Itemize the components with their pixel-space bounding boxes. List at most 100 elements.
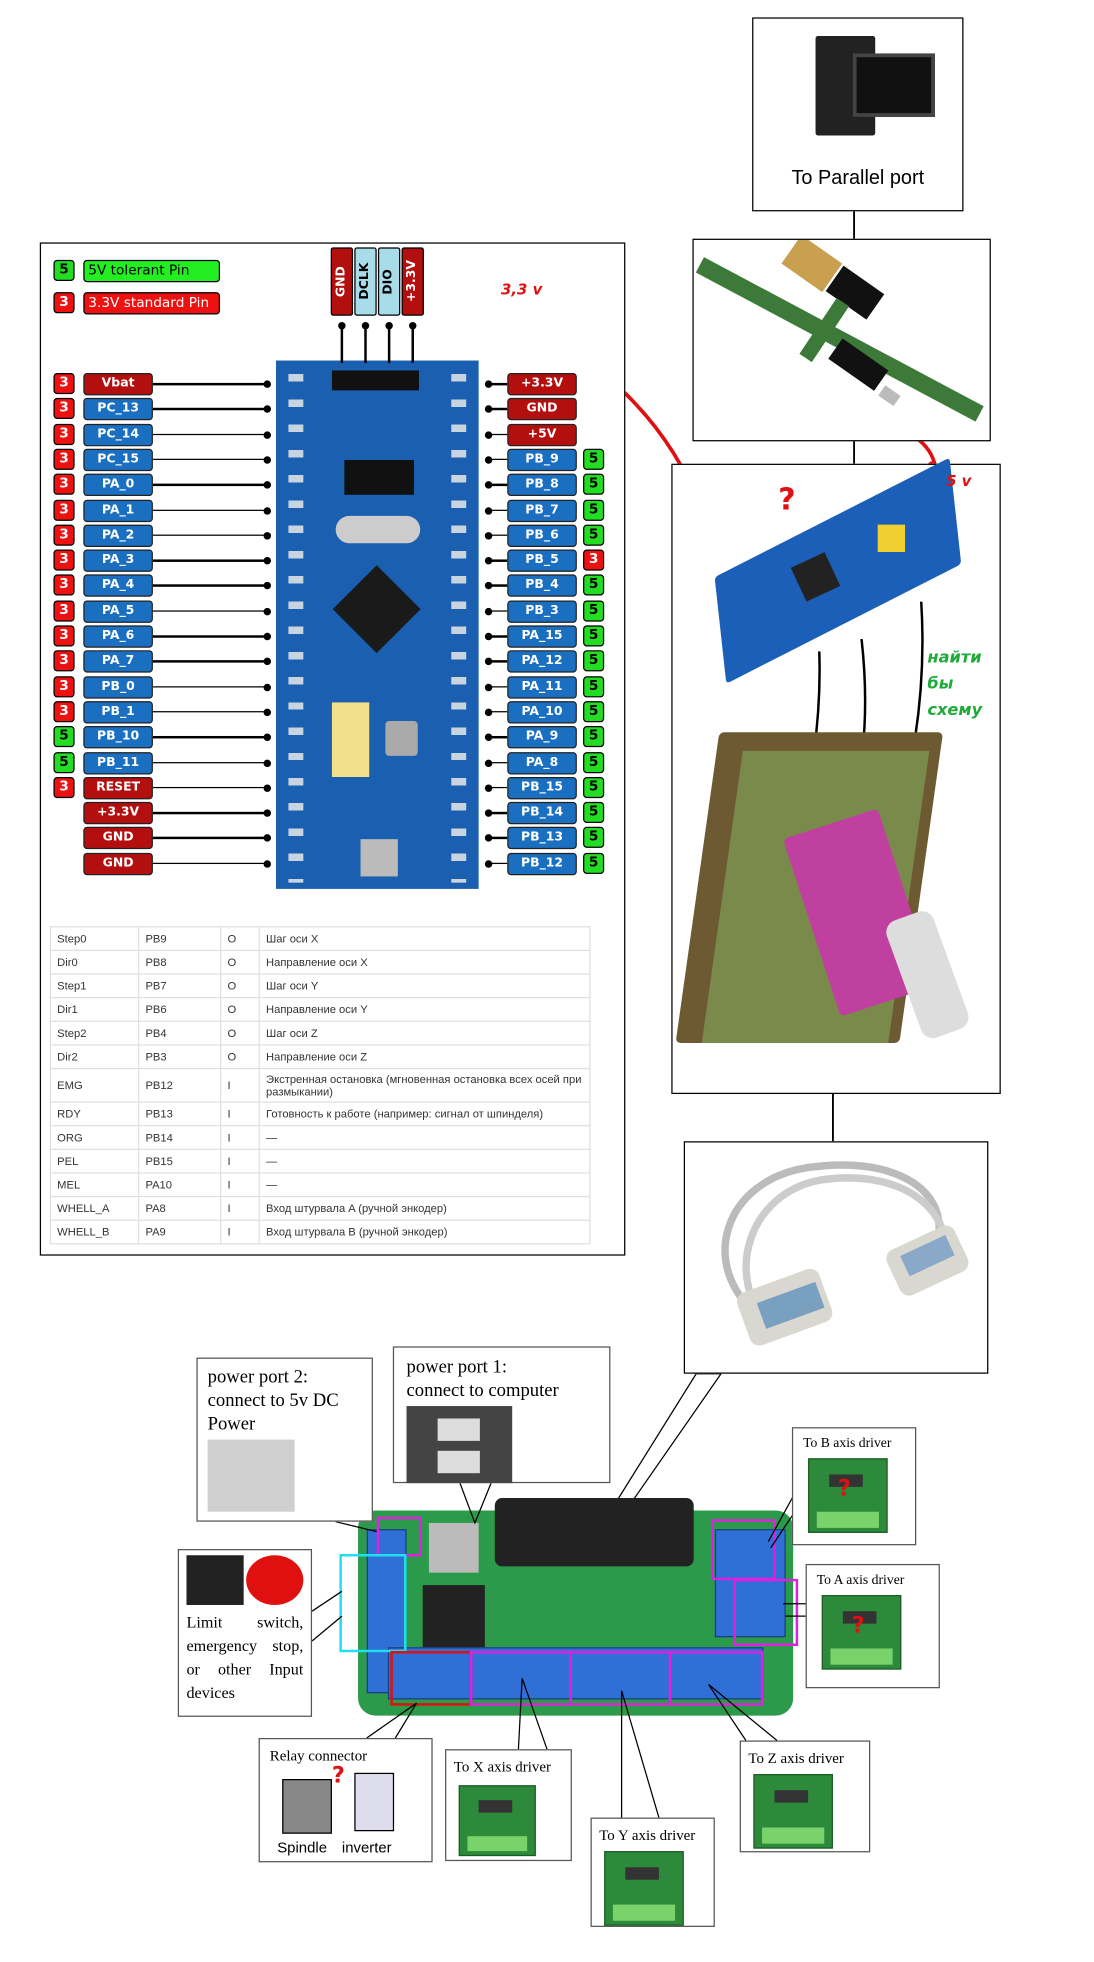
- driver-board-photo: [808, 1458, 888, 1533]
- find-scheme-note: найти бы схему: [927, 645, 982, 723]
- header-pin-label: GND: [330, 247, 354, 316]
- pin-wire: [488, 458, 508, 461]
- table-cell: Направление оси Z: [258, 1044, 591, 1070]
- pin-tolerance-badge: 3: [53, 499, 75, 521]
- pin-label: PA_1: [83, 499, 153, 522]
- right-header-holes: [451, 366, 467, 883]
- jumper-header: [877, 524, 906, 552]
- pin-label: PB_7: [507, 499, 577, 522]
- relay: [422, 1585, 485, 1654]
- table-cell: Step2: [49, 1020, 140, 1046]
- spindle-photo: [282, 1779, 332, 1834]
- pin-tolerance-badge: 3: [53, 423, 75, 445]
- power-supply-photo: [207, 1439, 295, 1512]
- pin-wire: [152, 811, 268, 814]
- pin-label: PA_4: [83, 574, 153, 598]
- pin-label: PA_11: [507, 675, 577, 699]
- pin-wire: [152, 509, 268, 512]
- y-driver-callout: To Y axis driver: [590, 1817, 715, 1927]
- table-cell: I: [220, 1067, 260, 1103]
- pin-tolerance-badge: 3: [53, 574, 75, 596]
- pin-wire: [152, 837, 268, 840]
- table-cell: Вход штурвала B (ручной энкодер): [258, 1219, 591, 1245]
- pin-tolerance-badge: 3: [53, 448, 75, 470]
- pin-wire: [488, 837, 508, 840]
- table-cell: Вход штурвала A (ручной энкодер): [258, 1195, 591, 1221]
- pin-dot: [263, 456, 272, 464]
- question-mark: ?: [331, 1762, 345, 1789]
- pin-wire: [488, 610, 508, 613]
- pin-label: GND: [83, 852, 153, 875]
- pin-label: PA_12: [507, 650, 577, 673]
- legend-3v3-badge: 3: [53, 292, 75, 314]
- pin-tolerance-badge: 5: [53, 726, 75, 748]
- pin-label: PB_6: [507, 524, 577, 547]
- pin-wire: [152, 736, 268, 739]
- pin-label: +3.3V: [507, 372, 577, 396]
- power-port-1-callout: power port 1: connect to computer: [392, 1346, 611, 1484]
- table-cell: O: [220, 997, 260, 1022]
- pin-tolerance-badge: 5: [583, 448, 605, 470]
- table-cell: ORG: [49, 1125, 140, 1150]
- pin-tolerance-badge: 5: [583, 499, 605, 521]
- header-pin-wire: [340, 325, 344, 364]
- callout-text: Relay connector: [269, 1746, 368, 1765]
- inverter-label: inverter: [341, 1838, 392, 1857]
- note-line: найти: [927, 648, 982, 668]
- pin-dot: [263, 380, 272, 388]
- relay-connector-callout: Relay connector ? Spindle inverter: [258, 1737, 433, 1863]
- question-mark: ?: [837, 1475, 851, 1502]
- a-driver-callout: To A axis driver ?: [805, 1563, 940, 1689]
- pin-tolerance-badge: 5: [583, 625, 605, 647]
- pin-dot: [263, 632, 272, 641]
- pin-dot: [263, 582, 272, 590]
- callout-text: Limit switch, emergency stop, or other I…: [186, 1612, 304, 1702]
- table-cell: PB9: [137, 926, 222, 952]
- pin-wire: [152, 458, 268, 461]
- usb-cable-box: [692, 235, 991, 442]
- pin-dot: [263, 834, 272, 843]
- driver-board-photo: [604, 1851, 684, 1926]
- note-line: схему: [927, 701, 983, 720]
- pin-wire: [152, 534, 268, 537]
- pin-wire: [488, 382, 508, 385]
- table-cell: I: [220, 1172, 260, 1198]
- pin-tolerance-badge: 5: [583, 726, 605, 748]
- callout-text: To Z axis driver: [748, 1749, 844, 1767]
- pin-wire: [488, 534, 508, 537]
- usb-power-port: [428, 1522, 479, 1573]
- pin-tolerance-badge: 3: [583, 549, 605, 571]
- pin-dot: [263, 531, 272, 540]
- pin-dot: [263, 809, 272, 817]
- table-cell: —: [258, 1172, 591, 1198]
- table-cell: —: [258, 1125, 591, 1150]
- table-cell: PB12: [137, 1067, 222, 1103]
- table-cell: PB6: [137, 997, 222, 1022]
- table-cell: WHELL_A: [49, 1195, 140, 1221]
- pin-label: PA_8: [507, 751, 577, 774]
- pin-label: PC_15: [83, 448, 153, 472]
- regulator-chip: [344, 459, 414, 495]
- pin-label: PB_1: [83, 701, 153, 724]
- parallel-cable-photo: [721, 1161, 969, 1346]
- swd-header: [331, 370, 419, 391]
- table-cell: PA10: [137, 1172, 222, 1198]
- table-cell: Dir2: [49, 1044, 140, 1070]
- pin-tolerance-badge: 3: [53, 372, 75, 395]
- pin-wire: [488, 786, 508, 789]
- table-cell: PB7: [137, 973, 222, 999]
- pin-wire: [488, 559, 508, 562]
- reset-button: [385, 721, 418, 756]
- pin-wire: [152, 635, 268, 638]
- pin-wire: [152, 610, 268, 613]
- table-cell: PB3: [137, 1044, 222, 1070]
- usb-cable-photo: [695, 235, 984, 422]
- header-pin-wire: [411, 325, 414, 364]
- pin-tolerance-badge: 3: [53, 776, 75, 798]
